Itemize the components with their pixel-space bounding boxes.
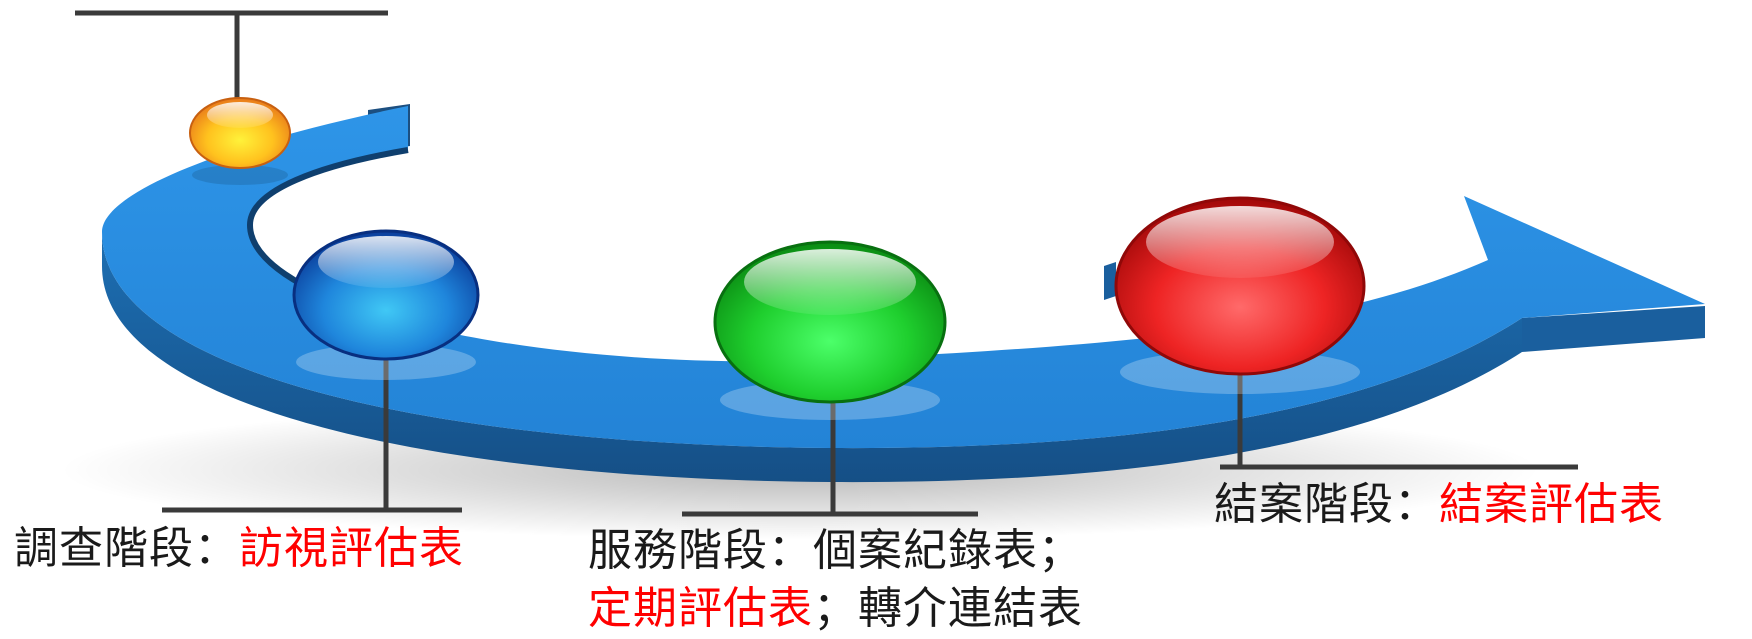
- closing-stage-prefix: 結案階段：: [1214, 479, 1439, 530]
- blue-ball: [292, 229, 480, 380]
- investigation-stage-prefix: 調查階段：: [14, 523, 239, 574]
- investigation-stage-form: 訪視評估表: [239, 523, 464, 574]
- green-ball: [713, 240, 947, 420]
- closing-stage-form: 結案評估表: [1439, 479, 1664, 530]
- red-ball: [1114, 196, 1366, 394]
- service-stage-label: 服務階段：個案紀錄表； 定期評估表；轉介連結表: [588, 522, 1083, 638]
- service-stage-prefix: 服務階段：個案紀錄表；: [588, 525, 1083, 576]
- investigation-stage-label: 調查階段：訪視評估表: [14, 520, 464, 578]
- service-stage-suffix: ；轉介連結表: [813, 583, 1083, 634]
- connectors: [75, 10, 1578, 517]
- arrow-head-side: [1522, 306, 1705, 352]
- arrow-inner-side: [1104, 262, 1116, 300]
- orange-ball: [189, 97, 291, 185]
- service-stage-form: 定期評估表: [588, 583, 813, 634]
- closing-stage-label: 結案階段：結案評估表: [1214, 476, 1664, 534]
- service-stage-line2: 定期評估表；轉介連結表: [588, 580, 1083, 638]
- service-stage-line1: 服務階段：個案紀錄表；: [588, 522, 1083, 580]
